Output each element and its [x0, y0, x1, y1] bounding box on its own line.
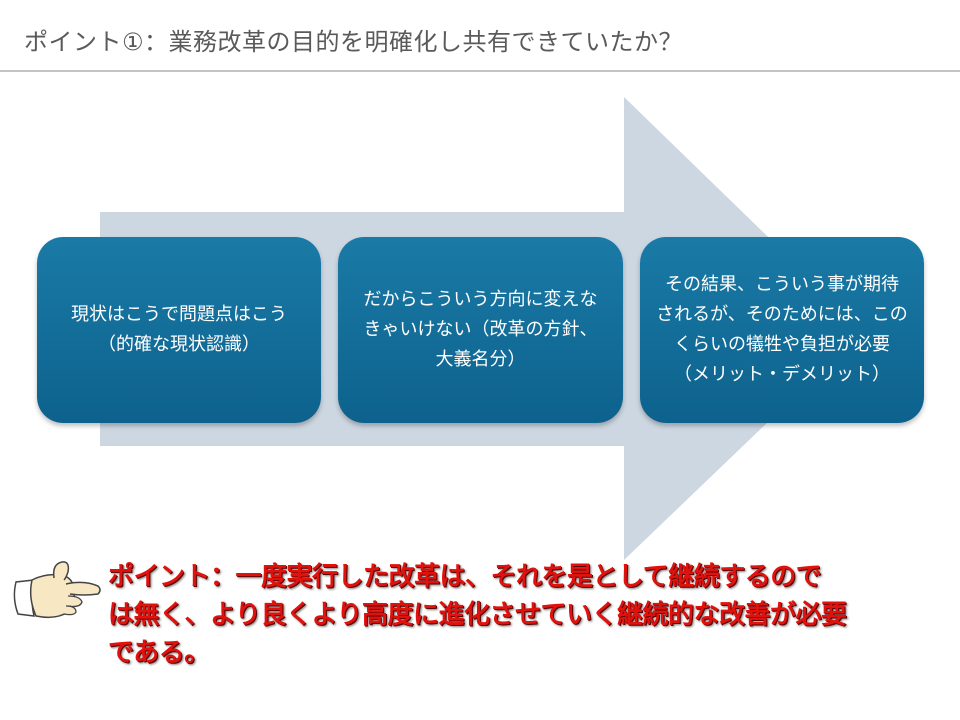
point-message: ポイント：一度実行した改革は、それを是として継続するので は無く、より良くより高…	[108, 562, 847, 668]
slide-title: ポイント①：業務改革の目的を明確化し共有できていたか？	[24, 28, 684, 56]
step-box-direction: だからこういう方向に変えな きゃいけない（改革の方針、 大義名分）	[338, 237, 623, 423]
step-box-current-state: 現状はこうで問題点はこう （的確な現状認識）	[37, 237, 321, 423]
step-text-direction: だからこういう方向に変えな きゃいけない（改革の方針、 大義名分）	[363, 289, 598, 370]
pointing-hand-icon	[13, 561, 101, 619]
title-divider	[0, 70, 960, 72]
step-box-expected-result: その結果、こういう事が期待 されるが、そのためには、この くらいの犠牲や負担が必…	[640, 237, 924, 423]
step-text-expected-result: その結果、こういう事が期待 されるが、そのためには、この くらいの犠牲や負担が必…	[656, 274, 908, 385]
step-text-current-state: 現状はこうで問題点はこう （的確な現状認識）	[71, 304, 287, 355]
